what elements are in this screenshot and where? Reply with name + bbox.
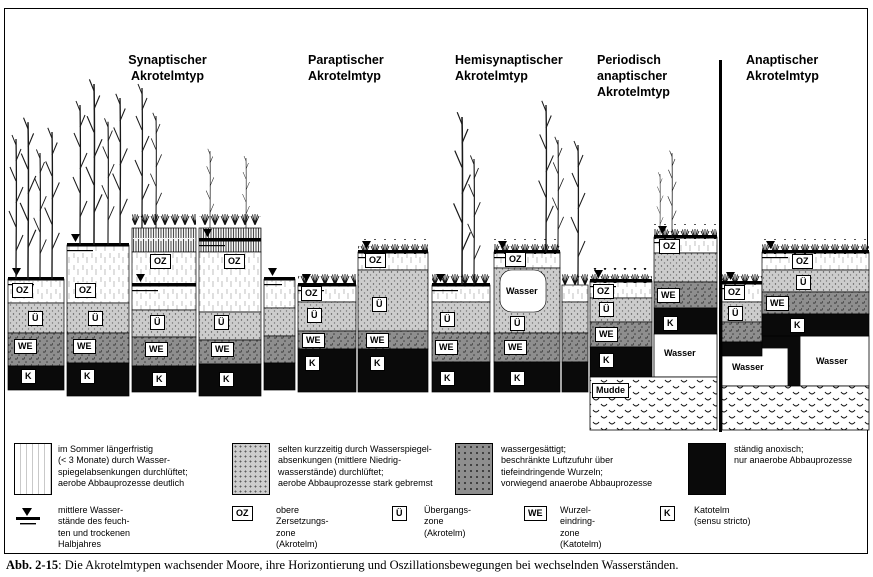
zone-label-ue: Ü <box>214 315 229 330</box>
legend-zone-box-we: WE <box>524 506 547 521</box>
section-title-paraptic: Paraptischer Akrotelmtyp <box>308 53 384 83</box>
legend-swatch-aerated-long <box>14 443 52 495</box>
zone-label-oz: OZ <box>724 285 745 300</box>
zone-label-oz: OZ <box>365 253 386 268</box>
zone-label-k: K <box>219 372 234 387</box>
caption-text: : Die Akrotelmtypen wachsender Moore, ih… <box>58 558 679 572</box>
water-level-symbol <box>16 508 40 525</box>
water-area-label: Wasser <box>664 348 696 358</box>
zone-label-k: K <box>510 371 525 386</box>
zone-label-we: WE <box>145 342 168 357</box>
zone-label-k: K <box>152 372 167 387</box>
zone-label-oz: OZ <box>593 284 614 299</box>
water-area-label: Wasser <box>732 362 764 372</box>
zone-label-oz: OZ <box>224 254 245 269</box>
legend-swatch-saturated <box>455 443 493 495</box>
zone-label-we: WE <box>766 296 789 311</box>
legend-text-anoxic: ständig anoxisch; nur anaerobe Abbauproz… <box>734 444 853 466</box>
zone-label-we: WE <box>435 340 458 355</box>
section-paraptic <box>297 239 429 393</box>
zone-label-ue: Ü <box>28 311 43 326</box>
zone-label-ue: Ü <box>728 306 743 321</box>
zone-label-k: K <box>663 316 678 331</box>
zone-label-oz: OZ <box>150 254 171 269</box>
zone-label-ue: Ü <box>599 302 614 317</box>
legend-text-saturated: wassergesättigt; beschränkte Luftzufuhr … <box>501 444 653 488</box>
legend-zone-box-oz: OZ <box>232 506 253 521</box>
legend-text-oz: obere Zersetzungs- zone (Akrotelm) <box>276 505 329 549</box>
zone-label-ue: Ü <box>88 311 103 326</box>
zone-label-we: WE <box>504 340 527 355</box>
section-title-periodic-anaptic: Periodisch anaptischer Akrotelmtyp <box>597 53 670 99</box>
zone-label-k: K <box>599 353 614 368</box>
zone-label-oz: OZ <box>659 239 680 254</box>
water-area-label: Wasser <box>506 286 538 296</box>
section-divider-line <box>719 60 722 432</box>
zone-label-we: WE <box>211 342 234 357</box>
figure-caption: Abb. 2-15: Die Akrotelmtypen wachsender … <box>6 558 679 573</box>
section-title-synaptic: Synaptischer Akrotelmtyp <box>128 53 207 83</box>
section-title-hemisynaptic: Hemisynaptischer Akrotelmtyp <box>455 53 563 83</box>
zone-label-ue: Ü <box>372 297 387 312</box>
zone-label-k: K <box>305 356 320 371</box>
legend-swatch-anoxic <box>688 443 726 495</box>
section-title-anaptic: Anaptischer Akrotelmtyp <box>746 53 819 83</box>
zone-label-we: WE <box>14 339 37 354</box>
zone-label-oz: OZ <box>301 286 322 301</box>
zone-label-ue: Ü <box>796 275 811 290</box>
zone-label-we: WE <box>302 333 325 348</box>
legend-text-k: Katotelm (sensu stricto) <box>694 505 751 527</box>
zone-label-ue: Ü <box>510 316 525 331</box>
zone-label-oz: OZ <box>12 283 33 298</box>
zone-label-oz: OZ <box>505 252 526 267</box>
legend-text-we: Wurzel- eindring- zone (Katotelm) <box>560 505 602 549</box>
legend-swatch-aerated-rare <box>232 443 270 495</box>
legend-zone-box-k: K <box>660 506 675 521</box>
zone-label-we: WE <box>366 333 389 348</box>
zone-label-k: K <box>790 318 805 333</box>
legend-text-ue: Übergangs- zone (Akrotelm) <box>424 505 472 538</box>
legend-zone-box-ue: Ü <box>392 506 407 521</box>
zone-label-k: K <box>370 356 385 371</box>
legend-text-water-levels: mittlere Wasser- stände des feuch- ten u… <box>58 505 131 549</box>
section-anaptic <box>721 239 870 431</box>
water-area-label: Wasser <box>816 356 848 366</box>
zone-label-oz: OZ <box>75 283 96 298</box>
zone-label-k: K <box>80 369 95 384</box>
zone-label-we: WE <box>595 327 618 342</box>
zone-label-ue: Ü <box>307 308 322 323</box>
zone-label-k: K <box>21 369 36 384</box>
zone-label-ue: Ü <box>440 312 455 327</box>
caption-label: Abb. 2-15 <box>6 558 59 572</box>
legend-text-aerated-long: im Sommer längerfristig (< 3 Monate) dur… <box>58 444 188 488</box>
zone-label-we: WE <box>73 339 96 354</box>
zone-label-k: K <box>440 371 455 386</box>
zone-label-ue: Ü <box>150 315 165 330</box>
legend-text-aerated-rare: selten kurzzeitig durch Wasserspiegel- a… <box>278 444 433 488</box>
zone-label-we: WE <box>657 288 680 303</box>
zone-label-mudde: Mudde <box>592 383 629 398</box>
zone-label-oz: OZ <box>792 254 813 269</box>
